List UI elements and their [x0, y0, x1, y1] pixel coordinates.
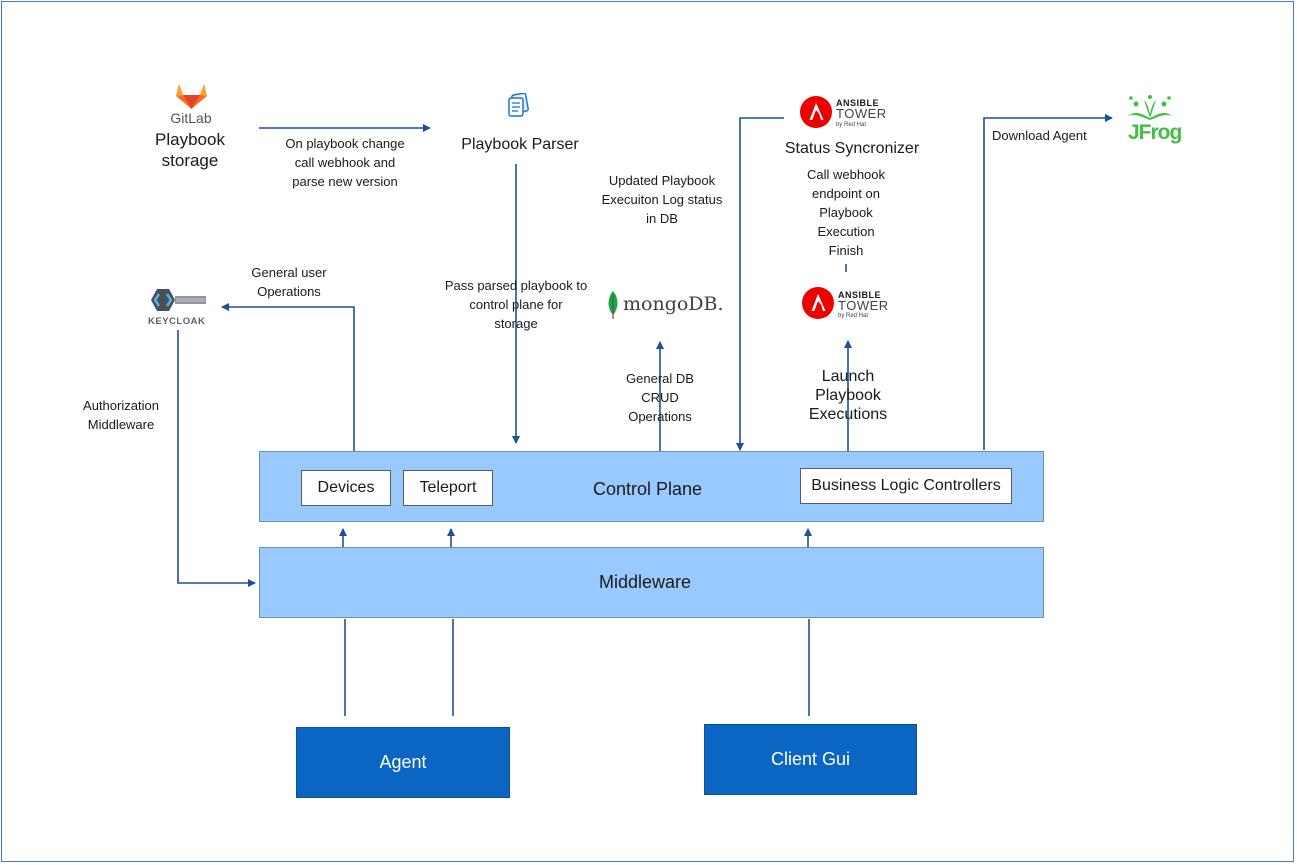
ansible-top-product: TOWER [836, 106, 887, 121]
ansible-mid-brand: ANSIBLE [838, 290, 882, 300]
edge-keycloak-to-middleware [177, 330, 256, 587]
mongodb-leaf-icon [608, 291, 618, 319]
middleware-title: Middleware [599, 572, 692, 592]
gitlab-fox-icon [176, 84, 207, 109]
agent-box[interactable]: Agent [296, 727, 510, 798]
gitlab-label: Playbook storage [155, 130, 225, 170]
jfrog-splash-icon [1128, 95, 1172, 120]
client-gui-box[interactable]: Client Gui [704, 724, 917, 795]
control-plane-title: Control Plane [593, 479, 703, 499]
ansible-mid-product: TOWER [838, 298, 889, 313]
keycloak-key-icon [151, 289, 206, 311]
edge-control-to-jfrog [983, 114, 1113, 450]
edge-label-launch: Launch Playbook Executions [808, 368, 888, 423]
mongodb-logo-text: mongoDB. [623, 293, 724, 315]
business-logic-controllers-box[interactable]: Business Logic Controllers [800, 468, 1012, 504]
ansible-a-icon [800, 96, 832, 128]
ansible-a-icon [802, 287, 834, 319]
edge-label-updated-status: Updated Playbook Execuiton Log status in… [601, 173, 723, 226]
edge-status-to-control [736, 117, 784, 451]
devices-box[interactable]: Devices [301, 470, 391, 506]
keycloak-logo-text: KEYCLOAK [148, 316, 206, 327]
edge-label-parser-to-control: Pass parsed playbook to control plane fo… [444, 278, 588, 331]
ansible-top-brand: ANSIBLE [836, 98, 880, 108]
edge-label-general-user: General user Operations [251, 265, 327, 299]
edge-label-authorization: Authorization Middleware [83, 398, 159, 432]
edge-label-db-crud: General DB CRUD Operations [626, 371, 694, 424]
gitlab-logo-text: GitLab [170, 110, 212, 126]
ansible-top-by: by Red Hat [836, 122, 867, 128]
parser-label: Playbook Parser [461, 136, 579, 153]
document-icon [508, 93, 529, 117]
edge-label-gitlab-to-parser: On playbook change call webhook and pars… [285, 136, 405, 189]
ansible-mid-by: by Red Hat [838, 313, 869, 319]
edge-label-download-agent: Download Agent [992, 128, 1087, 143]
edge-control-to-keycloak [221, 303, 355, 452]
teleport-box[interactable]: Teleport [403, 470, 493, 506]
jfrog-logo-text: JFrog [1128, 121, 1182, 144]
status-synchronizer-label: Status Syncronizer [784, 140, 920, 157]
middleware[interactable] [259, 547, 1044, 618]
edge-label-call-webhook: Call webhook endpoint on Playbook Execut… [806, 167, 886, 258]
